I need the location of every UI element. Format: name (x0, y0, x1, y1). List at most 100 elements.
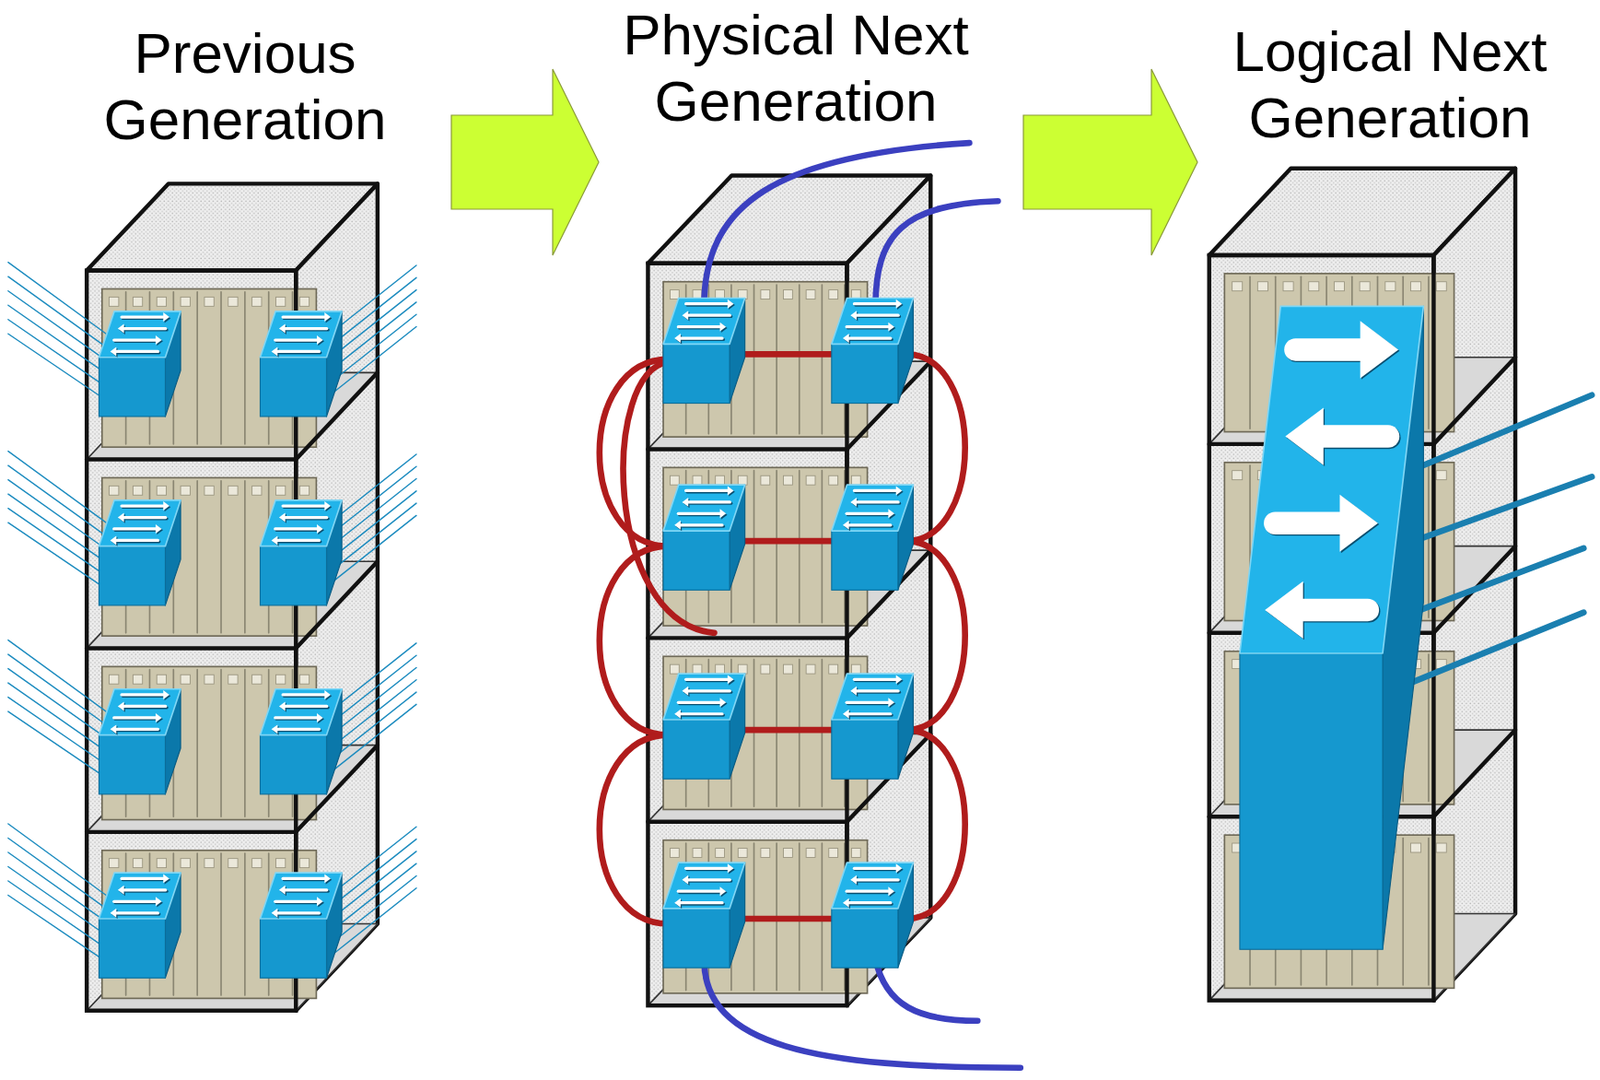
cable (332, 478, 417, 546)
switch-top (1239, 305, 1424, 654)
equipment-led (228, 858, 238, 868)
switch-arrow (686, 677, 728, 681)
cable (8, 304, 106, 374)
equipment-led (204, 485, 214, 495)
switch-arrowhead (155, 712, 163, 723)
cable (8, 697, 106, 765)
switch-arrowhead (896, 674, 903, 684)
equipment-card (220, 669, 222, 818)
equipment-led (228, 296, 238, 306)
switch-top (259, 500, 342, 547)
switch-arrowhead (1340, 494, 1379, 552)
equipment-card (821, 284, 824, 434)
equipment-led (1411, 281, 1422, 292)
cable (332, 887, 417, 955)
switch-arrowhead (720, 508, 727, 518)
equipment-led (109, 858, 119, 868)
switch-icon (259, 689, 342, 795)
equipment-card (1401, 837, 1404, 985)
switch-top (98, 500, 181, 547)
switch-icon (98, 872, 181, 978)
switch-arrow (677, 700, 720, 704)
ring-cable (736, 350, 838, 358)
switch-arrow (275, 526, 317, 530)
cable (8, 508, 106, 576)
switch-arrow (849, 900, 891, 904)
ring-cable (906, 353, 966, 541)
ring-cable (906, 729, 966, 919)
switch-arrow (688, 689, 730, 692)
rack-heading: Physical Next Generation (602, 1, 990, 135)
switch-front (831, 530, 899, 590)
equipment-led (180, 296, 190, 306)
cable (332, 302, 417, 369)
switch-arrowhead (674, 333, 681, 343)
equipment-led (1283, 281, 1294, 292)
cable (8, 262, 106, 335)
equipment-led (783, 290, 794, 300)
equipment-led (783, 848, 794, 858)
equipment-card (196, 669, 199, 818)
equipment-led (275, 674, 285, 684)
switch-arrowhead (271, 347, 279, 357)
switch-arrowhead (842, 520, 850, 530)
switch-front (98, 735, 165, 795)
equipment-led (805, 475, 816, 485)
cable (332, 679, 417, 747)
switch-arrowhead (117, 324, 125, 334)
switch-icon (831, 673, 914, 779)
equipment-card (753, 470, 756, 623)
cable (332, 277, 417, 344)
switch-arrow (856, 689, 899, 692)
switch-arrow (853, 302, 896, 305)
switch-arrow (680, 712, 723, 715)
equipment-led (851, 664, 861, 674)
equipment-card (244, 480, 246, 633)
switch-arrowhead (850, 497, 857, 507)
equipment-led (109, 485, 119, 495)
cable (8, 837, 106, 908)
switch-arrow (680, 336, 723, 339)
cable (8, 654, 106, 725)
switch-arrowhead (720, 322, 727, 332)
cable (8, 682, 106, 751)
switch-arrow (677, 889, 720, 893)
equipment-card (821, 470, 824, 623)
switch-front (663, 343, 730, 403)
uplink-cable (1408, 548, 1585, 615)
rack-shelf-edge (86, 829, 296, 834)
switch-top (831, 862, 914, 909)
switch-arrow (680, 523, 723, 526)
equipment-led (180, 858, 190, 868)
switch-arrowhead (887, 886, 895, 896)
block-arrow (451, 69, 599, 256)
switch-front (831, 908, 899, 968)
equipment-led (715, 475, 725, 485)
switch-arrowhead (887, 697, 895, 707)
switch-arrowhead (1264, 581, 1303, 639)
cable (332, 654, 417, 722)
switch-arrowhead (163, 689, 170, 700)
switch-arrowhead (279, 513, 286, 523)
switch-arrowhead (155, 524, 163, 534)
equipment-led (805, 290, 816, 300)
equipment-led (737, 475, 748, 485)
switch-arrowhead (887, 322, 895, 332)
equipment-led (692, 475, 702, 485)
equipment-led (829, 664, 839, 674)
equipment-led (1257, 281, 1268, 292)
switch-arrow (849, 523, 891, 526)
equipment-led (275, 296, 285, 306)
switch-arrow (121, 876, 164, 880)
switch-arrow (677, 512, 720, 515)
equipment-led (669, 664, 679, 674)
switch-arrow (282, 876, 325, 880)
switch-arrow (275, 715, 317, 719)
switch-arrowhead (155, 896, 163, 906)
cable (8, 668, 106, 738)
switch-arrow (1323, 424, 1389, 447)
equipment-led (851, 848, 861, 858)
ring-cable (906, 540, 966, 730)
switch-arrowhead (842, 709, 850, 719)
